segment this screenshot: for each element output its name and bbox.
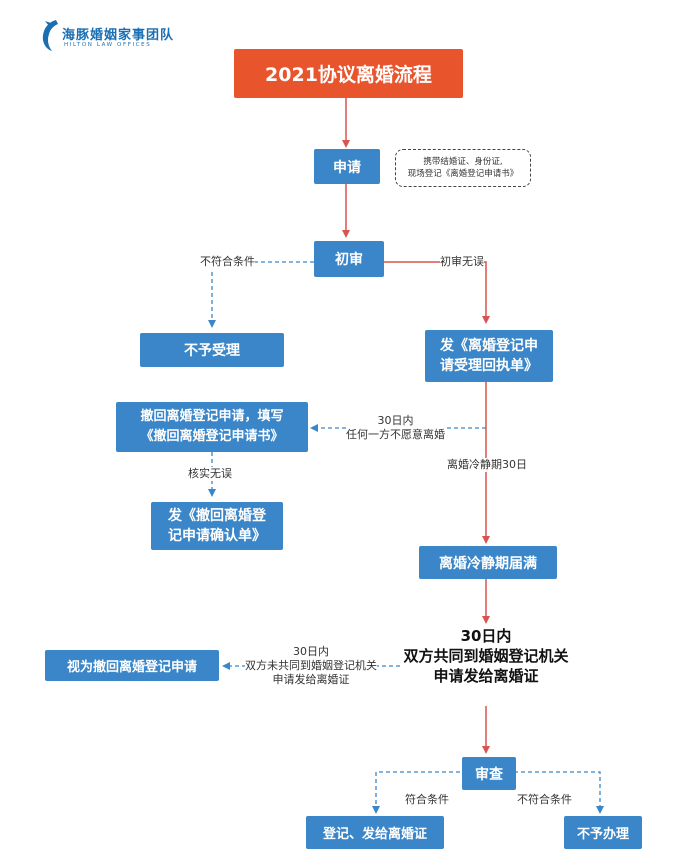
apply-note-line1: 携带结婚证、身份证,	[423, 157, 503, 167]
apply-note-line2: 现场登记《离婚登记申请书》	[407, 169, 519, 179]
logo-name-cn: 海豚婚姻家事团队	[62, 28, 175, 43]
arrow-review-to-reject	[208, 261, 314, 328]
node-register: 登记、发给离婚证	[306, 816, 444, 849]
node-cooling-end: 离婚冷静期届满	[419, 546, 557, 579]
apply-note: 携带结婚证、身份证, 现场登记《离婚登记申请书》	[395, 149, 531, 187]
node-deemed-withdraw: 视为撤回离婚登记申请	[45, 650, 219, 681]
label-cooling-period: 离婚冷静期30日	[447, 458, 527, 472]
label-within-30-line1: 30日内	[377, 414, 414, 427]
node-receipt-line2: 请受理回执单》	[440, 358, 538, 374]
node-receipt: 发《离婚登记申 请受理回执单》	[425, 330, 553, 382]
node-first-review: 初审	[314, 241, 384, 277]
node-withdraw-line2: 《撤回离婚登记申请书》	[140, 429, 284, 444]
node-receipt-line1: 发《离婚登记申	[440, 338, 538, 354]
dolphin-icon	[42, 20, 58, 51]
node-withdraw-confirm-line2: 记申请确认单》	[168, 528, 266, 544]
node-apply: 申请	[314, 149, 380, 184]
node-examine: 审查	[462, 757, 516, 790]
node-joint-application: 30日内 双方共同到婚姻登记机关 申请发给离婚证	[398, 626, 574, 686]
label-first-ok: 初审无误	[440, 255, 484, 269]
label-not-joint: 30日内 双方未共同到婚姻登记机关 申请发给离婚证	[245, 645, 377, 687]
flow-title: 2021协议离婚流程	[234, 49, 463, 98]
node-withdraw: 撤回离婚登记申请，填写 《撤回离婚登记申请书》	[116, 402, 308, 452]
label-within-30-line2: 任何一方不愿意离婚	[346, 428, 445, 441]
node-joint-line2: 双方共同到婚姻登记机关	[403, 647, 569, 665]
node-joint-line3: 申请发给离婚证	[433, 667, 539, 685]
node-reject: 不予受理	[140, 333, 284, 367]
arrow-review-to-receipt	[384, 261, 490, 324]
label-not-joint-line2: 双方未共同到婚姻登记机关	[245, 659, 377, 672]
label-not-qualified-2: 不符合条件	[517, 793, 572, 807]
label-not-joint-line3: 申请发给离婚证	[272, 673, 350, 686]
arrow-examine-to-register	[372, 771, 460, 814]
node-joint-line1: 30日内	[460, 627, 512, 645]
logo: 海豚婚姻家事团队 HILTON LAW OFFICES	[38, 16, 198, 56]
label-not-qualified: 不符合条件	[200, 255, 255, 269]
label-not-joint-line1: 30日内	[293, 645, 329, 658]
node-withdraw-line1: 撤回离婚登记申请，填写	[140, 409, 284, 424]
label-within-30: 30日内 任何一方不愿意离婚	[346, 414, 445, 442]
label-verified: 核实无误	[188, 467, 232, 481]
label-qualified: 符合条件	[405, 793, 449, 807]
node-not-handle: 不予办理	[564, 816, 642, 849]
node-withdraw-confirm: 发《撤回离婚登 记申请确认单》	[151, 502, 283, 550]
logo-name-en: HILTON LAW OFFICES	[64, 42, 152, 48]
arrow-examine-to-not-handle	[514, 771, 604, 814]
node-withdraw-confirm-line1: 发《撤回离婚登	[168, 508, 266, 524]
